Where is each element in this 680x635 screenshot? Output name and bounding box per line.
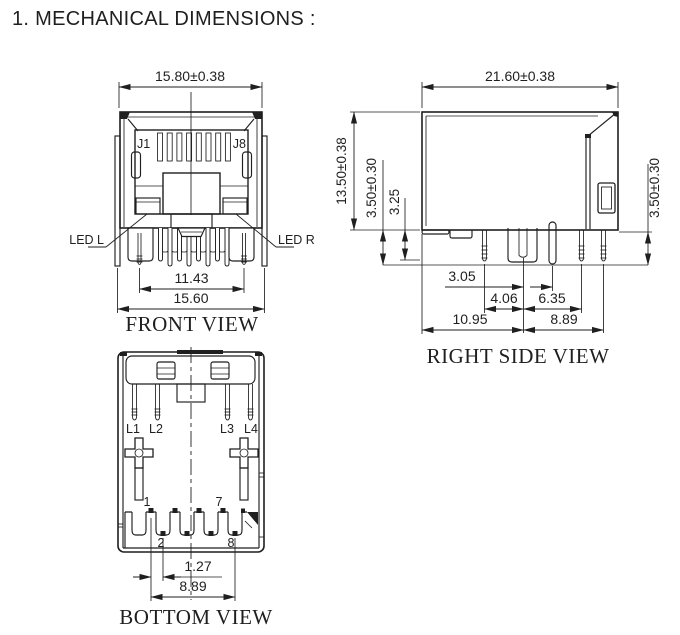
bottom-stem-l1 (131, 384, 138, 421)
page-title: 1. MECHANICAL DIMENSIONS : (12, 8, 316, 30)
front-label-led-left: LED L (69, 233, 104, 247)
bottom-label-pin7: 7 (216, 495, 223, 509)
side-pin-1 (481, 230, 488, 262)
side-dim-right-span: 8.89 (523, 311, 604, 334)
side-dim-peg-offset: 3.05 (445, 268, 553, 291)
bottom-dim-pin-pitch: 1.27 (133, 558, 222, 581)
front-right-flange (261, 135, 268, 267)
bottom-stem-l2 (154, 384, 161, 421)
side-dim-left-span-text: 10.95 (452, 311, 487, 327)
bottom-label-l1: L1 (126, 422, 140, 436)
bottom-led-body-left (156, 361, 176, 380)
front-label-j8: J8 (233, 137, 246, 151)
front-left-flange (114, 135, 121, 267)
side-pin-2 (578, 230, 585, 262)
bottom-led-stems (131, 384, 254, 421)
front-right-latch (241, 151, 253, 179)
front-plug-slot (170, 213, 213, 229)
front-led-window-left (135, 197, 161, 215)
bottom-dim-pin-row-span: 8.89 (150, 578, 236, 601)
front-dim-led-span: 11.43 (139, 268, 245, 293)
bottom-led-body-right (210, 361, 230, 380)
front-dim-top-width: 15.80±0.38 (118, 68, 263, 108)
side-dim-top-depth: 21.60±0.38 (421, 68, 619, 108)
side-peg (548, 221, 557, 265)
bottom-mount-post-right (229, 437, 259, 501)
side-dim-center-to-pin-text: 6.35 (538, 290, 565, 306)
front-view-caption: FRONT VIEW (125, 312, 258, 336)
bottom-label-l3: L3 (220, 422, 234, 436)
front-dim-led-span-text: 11.43 (175, 270, 209, 286)
bottom-view: L1 L2 L3 L4 (117, 347, 272, 629)
front-bottom-pins (127, 227, 255, 267)
front-left-latch (130, 151, 142, 179)
side-dim-top-depth-text: 21.60±0.38 (485, 68, 555, 84)
bottom-view-caption: BOTTOM VIEW (119, 605, 272, 629)
side-dim-right-span-text: 8.89 (550, 311, 577, 327)
front-led-leg-right (241, 233, 247, 265)
front-dim-bottom-width: 15.60 (117, 268, 265, 313)
side-dim-total-height-text: 13.50±0.38 (334, 137, 349, 204)
right-side-view: 21.60±0.38 (334, 68, 662, 368)
side-dim-pin-length-right: 3.50±0.30 (619, 158, 662, 266)
side-pin-3 (600, 230, 607, 262)
side-body (421, 111, 619, 231)
bottom-label-l2: L2 (149, 422, 163, 436)
side-center-post (507, 228, 538, 263)
bottom-stem-l3 (224, 384, 231, 421)
right-side-view-caption: RIGHT SIDE VIEW (427, 344, 610, 368)
bottom-dim-pin-pitch-text: 1.27 (184, 558, 211, 574)
side-bottom-dims: 3.05 4.06 6.35 10.95 8.89 (421, 234, 604, 334)
bottom-dim-pin-row-span-text: 8.89 (179, 578, 206, 594)
side-dim-pin-to-center: 4.06 (484, 290, 524, 313)
side-dim-post-length: 3.25 (387, 189, 420, 261)
bottom-top-band (125, 355, 256, 385)
side-dim-pin-length-left-text: 3.50±0.30 (364, 158, 379, 218)
front-label-led-right: LED R (278, 233, 315, 247)
front-socket-opening: J1 J8 (130, 129, 253, 229)
front-contact-slots (157, 132, 231, 162)
front-contact-tails (158, 228, 230, 267)
side-dim-left-span: 10.95 (421, 311, 524, 334)
bottom-label-pin8: 8 (228, 536, 235, 550)
side-stub (449, 230, 473, 239)
bottom-mount-post-left (124, 437, 154, 501)
side-dim-center-to-pin: 6.35 (523, 290, 582, 313)
front-view: 15.80±0.38 J1 J8 (69, 68, 315, 336)
front-led-callouts: LED L LED R (69, 213, 315, 248)
side-dim-peg-offset-text: 3.05 (448, 268, 475, 284)
front-led-block-left (127, 227, 154, 262)
side-chamfer (587, 112, 617, 137)
front-led-window-right (222, 197, 248, 215)
bottom-label-pin2: 2 (158, 536, 165, 550)
front-led-block-right (228, 227, 255, 262)
bottom-latch-hole (176, 383, 206, 403)
side-latch-window (597, 182, 616, 214)
front-dim-top-width-text: 15.80±0.38 (155, 68, 225, 84)
side-dim-pin-length-right-text: 3.50±0.30 (647, 158, 662, 218)
bottom-stem-l4 (247, 384, 254, 421)
front-label-j1: J1 (137, 137, 150, 151)
bottom-dims: 1.27 8.89 (133, 518, 236, 601)
front-led-leg-left (136, 233, 143, 265)
side-dim-post-length-text: 3.25 (387, 189, 402, 215)
side-dim-pin-length-left: 3.50±0.30 (364, 158, 387, 266)
bottom-label-l4: L4 (244, 422, 258, 436)
side-lip (421, 229, 450, 235)
side-dim-pin-to-center-text: 4.06 (490, 290, 517, 306)
front-plug-opening (162, 172, 221, 215)
front-dim-bottom-width-text: 15.60 (173, 290, 208, 306)
bottom-contact-comb (124, 508, 258, 548)
bottom-label-pin1: 1 (144, 495, 151, 509)
